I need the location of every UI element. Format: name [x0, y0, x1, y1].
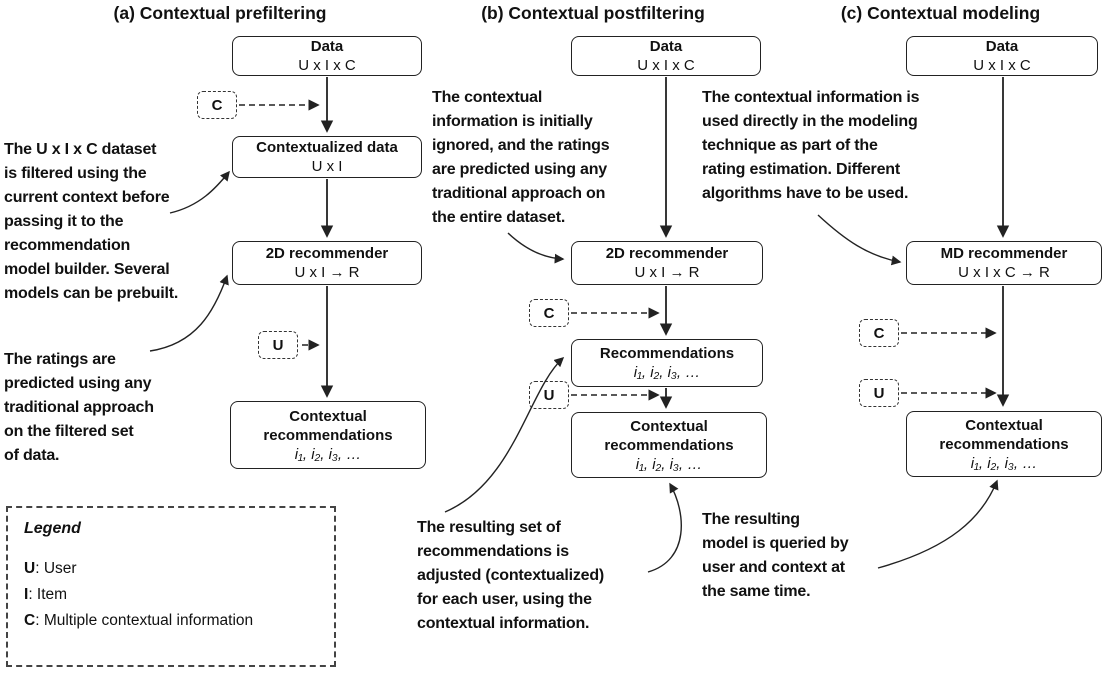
a-data-box-subtitle: U x I x C	[298, 57, 356, 74]
a-recommender-title: 2D recommender	[265, 245, 389, 262]
c-context-input-box: C	[859, 319, 899, 347]
b-annotation-arrow-ignored	[507, 232, 565, 264]
c-context-label: C	[873, 324, 885, 342]
title-modeling: (c) Contextual modeling	[840, 3, 1041, 23]
legend-desc-c: : Multiple contextual information	[35, 612, 254, 629]
c-data-box-title: Data	[985, 38, 1019, 55]
a-contextual-recommendations-box: Contextual recommendations i₁, i₂, i₃, …	[230, 401, 426, 469]
c-user-input-box: U	[859, 379, 899, 407]
legend-item-item: I: Item	[24, 582, 318, 608]
b-note-adjusted: The resulting set of recommendations is …	[417, 519, 605, 632]
b-data-box-title: Data	[649, 38, 683, 55]
c-annotation-arrow-modeling	[817, 214, 902, 266]
a-note-filtering: The U x I x C dataset is filtered using …	[4, 141, 179, 302]
b-data-box: Data U x I x C	[571, 36, 761, 76]
a-user-input-box: U	[258, 331, 298, 359]
b-user-input-box: U	[529, 381, 569, 409]
c-ctxrec-title: Contextual recommendations	[939, 416, 1069, 453]
title-postfiltering: (b) Contextual postfiltering	[481, 3, 705, 23]
legend-item-user: U: User	[24, 556, 318, 582]
a-contextualized-data-box: Contextualized data U x I	[232, 136, 422, 178]
a-context-label: C	[211, 96, 223, 114]
c-note-direct-modeling: The contextual information is used direc…	[702, 89, 920, 202]
b-2d-recommender-box: 2D recommender U x I → R	[571, 241, 763, 285]
c-annotation-arrow-queried	[877, 479, 999, 569]
legend-key-c: C	[24, 612, 36, 629]
a-data-box: Data U x I x C	[232, 36, 422, 76]
b-contextual-recommendations-box: Contextual recommendations i₁, i₂, i₃, …	[571, 412, 767, 478]
c-md-recommender-box: MD recommender U x I x C → R	[906, 241, 1102, 285]
c-user-label: U	[873, 384, 885, 402]
c-recommender-subtitle: U x I x C → R	[958, 264, 1050, 281]
c-note-queried: The resulting model is queried by user a…	[702, 511, 849, 600]
legend-title: Legend	[24, 520, 81, 537]
a-2d-recommender-box: 2D recommender U x I → R	[232, 241, 422, 285]
a-data-box-title: Data	[310, 38, 344, 55]
b-recommendations-title: Recommendations	[599, 345, 735, 362]
b-note-ignored: The contextual information is initially …	[432, 89, 610, 226]
b-recommendations-box: Recommendations i₁, i₂, i₃, …	[571, 339, 763, 387]
legend-box: Legend U: User I: Item C: Multiple conte…	[6, 506, 336, 667]
c-data-box: Data U x I x C	[906, 36, 1098, 76]
legend-key-i: I	[24, 586, 29, 603]
a-user-label: U	[272, 336, 284, 354]
b-user-label: U	[543, 386, 555, 404]
c-ctxrec-items: i₁, i₂, i₃, …	[970, 454, 1038, 472]
b-context-label: C	[543, 304, 555, 322]
c-contextual-recommendations-box: Contextual recommendations i₁, i₂, i₃, …	[906, 411, 1102, 477]
c-data-box-subtitle: U x I x C	[973, 57, 1031, 74]
b-ctxrec-items: i₁, i₂, i₃, …	[635, 455, 703, 473]
b-recommender-title: 2D recommender	[605, 245, 729, 262]
b-context-input-box: C	[529, 299, 569, 327]
a-ctxdata-subtitle: U x I	[311, 158, 343, 175]
b-recommender-subtitle: U x I → R	[634, 264, 700, 281]
b-data-box-subtitle: U x I x C	[637, 57, 695, 74]
a-ctxrec-title: Contextual recommendations	[263, 407, 393, 444]
a-context-input-box: C	[197, 91, 237, 119]
b-ctxrec-title: Contextual recommendations	[604, 417, 734, 454]
b-annotation-arrow-to-ctxrec	[647, 482, 682, 573]
b-recommendations-items: i₁, i₂, i₃, …	[633, 364, 701, 381]
a-ctxrec-items: i₁, i₂, i₃, …	[294, 445, 362, 463]
a-ctxdata-title: Contextualized data	[256, 139, 398, 156]
title-prefiltering: (a) Contextual prefiltering	[113, 3, 327, 23]
a-note-ratings: The ratings are predicted using any trad…	[4, 351, 154, 464]
c-recommender-title: MD recommender	[940, 245, 1068, 262]
legend-desc-u: : User	[35, 560, 77, 577]
legend-item-context: C: Multiple contextual information	[24, 608, 318, 634]
a-recommender-subtitle: U x I → R	[294, 264, 360, 281]
a-annotation-arrow-filter	[169, 170, 230, 214]
legend-desc-i: : Item	[28, 586, 68, 603]
legend-key-u: U	[24, 560, 36, 577]
